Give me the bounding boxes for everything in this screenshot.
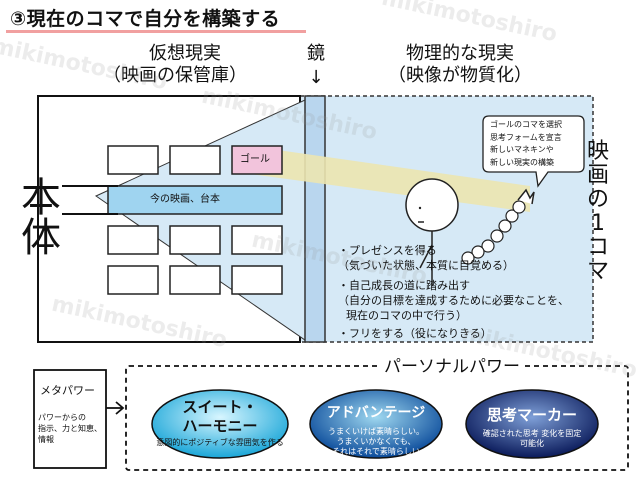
virtual-reality-heading: 仮想現実 bbox=[149, 43, 221, 64]
bubble-line: 思考フォームを宣言 bbox=[490, 132, 562, 142]
current-film-label: 今の映画、台本 bbox=[150, 194, 220, 205]
bullet-line: ・フリをする（役になりきる） bbox=[338, 327, 492, 340]
frame-cell bbox=[169, 225, 221, 255]
speech-bubble-text: ゴールのコマを選択 思考フォームを宣言 新しいマネキンや 新しい現実の構築 bbox=[490, 119, 582, 169]
frame-label-char: マ bbox=[586, 259, 609, 284]
thought-marker-title: 思考マーカー bbox=[486, 406, 577, 424]
bubble-line: 新しいマネキンや bbox=[490, 145, 554, 154]
advantage-ellipse bbox=[309, 389, 443, 459]
main-body-text: 本体 bbox=[14, 176, 60, 256]
advantage-text: アドバンテージ うまくいけば素晴らしい。 うまくいかなくても、 それはそれで素晴… bbox=[310, 404, 442, 457]
frame-label-char: コ bbox=[586, 235, 609, 260]
page-title: ③現在のコマで自分を構築する bbox=[10, 8, 281, 30]
sweet-harmony-title: ハーモニー bbox=[182, 417, 258, 435]
current-film-cell bbox=[107, 185, 283, 215]
bullet-pretend: ・フリをする（役になりきる） bbox=[338, 326, 492, 341]
frame-cell bbox=[107, 225, 159, 255]
frame-label-char: 映 bbox=[586, 139, 609, 164]
person-figure bbox=[405, 178, 535, 286]
frame-cell bbox=[169, 265, 221, 295]
advantage-subtitle: それはそれで素晴らしい bbox=[332, 447, 420, 456]
goal-beam bbox=[250, 146, 530, 212]
sweet-harmony-title: スイート・ bbox=[182, 398, 258, 416]
mirror-label: 鏡 bbox=[307, 43, 325, 64]
meta-power-line: 情報 bbox=[38, 435, 54, 444]
bullet-line: ・自己成長の道に踏み出す bbox=[338, 279, 470, 292]
title-underline bbox=[6, 30, 306, 33]
personal-power-title: パーソナルパワー bbox=[380, 352, 524, 377]
advantage-subtitle: うまくいけば素晴らしい。 bbox=[328, 427, 424, 436]
person-head bbox=[405, 178, 459, 232]
frame-grid bbox=[107, 145, 283, 295]
person-arm-chain bbox=[461, 200, 526, 265]
main-body-label: 本体 bbox=[12, 176, 62, 266]
speech-bubble bbox=[482, 115, 585, 188]
meta-power-line: パワーからの bbox=[38, 413, 86, 422]
physical-reality-heading: 物理的な現実 bbox=[406, 43, 514, 64]
sweet-harmony-subtitle: 意図的にポジティブな雰囲気を作る bbox=[156, 438, 284, 447]
frame-cell bbox=[231, 225, 283, 255]
bullet-line: ・プレゼンスを得る bbox=[338, 244, 437, 257]
frame-label-char: 1 bbox=[591, 211, 605, 236]
bullet-line: （自分の目標を達成するために必要なことを、 bbox=[338, 294, 569, 307]
thought-marker-text: 思考マーカー 確認された思考 変化を固定 可能化 bbox=[466, 406, 598, 449]
meta-power-line: 指示、力と知恵、 bbox=[38, 424, 102, 433]
person-hand bbox=[517, 188, 535, 205]
frame-label-char: の bbox=[586, 187, 609, 212]
bubble-line: 新しい現実の構築 bbox=[490, 157, 554, 167]
sweet-harmony-ellipse bbox=[151, 389, 289, 459]
bubble-line: ゴールのコマを選択 bbox=[490, 120, 562, 129]
thought-marker-subtitle: 確認された思考 変化を固定 bbox=[482, 429, 582, 438]
thought-marker-subtitle: 可能化 bbox=[520, 439, 544, 448]
bullet-presence: ・プレゼンスを得る （気づいた状態、本質に目覚める） bbox=[338, 243, 514, 273]
goal-cell bbox=[231, 145, 283, 175]
frame-cell bbox=[169, 145, 221, 175]
meta-power-description: パワーからの 指示、力と知恵、 情報 bbox=[38, 412, 102, 445]
frame-label-vertical: 映 画 の 1 コ マ bbox=[578, 140, 618, 284]
thought-marker-ellipse bbox=[465, 389, 599, 459]
goal-cell-label: ゴール bbox=[240, 154, 270, 165]
meta-power-box bbox=[33, 369, 107, 469]
bullet-line: 現在のコマの中で行う） bbox=[346, 309, 467, 322]
physical-reality-subheading: （映像が物質化） bbox=[388, 65, 532, 86]
sweet-harmony-text: スイート・ ハーモニー 意図的にポジティブな雰囲気を作る bbox=[152, 398, 288, 448]
meta-power-title: メタパワー bbox=[40, 384, 95, 397]
advantage-title: アドバンテージ bbox=[326, 405, 426, 421]
advantage-subtitle: うまくいかなくても、 bbox=[336, 437, 416, 446]
virtual-reality-subheading: （映画の保管庫） bbox=[103, 65, 247, 86]
bullet-line: （気づいた状態、本質に目覚める） bbox=[338, 259, 514, 272]
frame-cell bbox=[107, 265, 159, 295]
frame-cell bbox=[231, 265, 283, 295]
bullet-self-growth: ・自己成長の道に踏み出す （自分の目標を達成するために必要なことを、 現在のコマ… bbox=[338, 278, 569, 323]
frame-label-char: 画 bbox=[586, 163, 609, 188]
mirror-down-arrow: ↓ bbox=[308, 67, 324, 88]
frame-cell bbox=[107, 145, 159, 175]
